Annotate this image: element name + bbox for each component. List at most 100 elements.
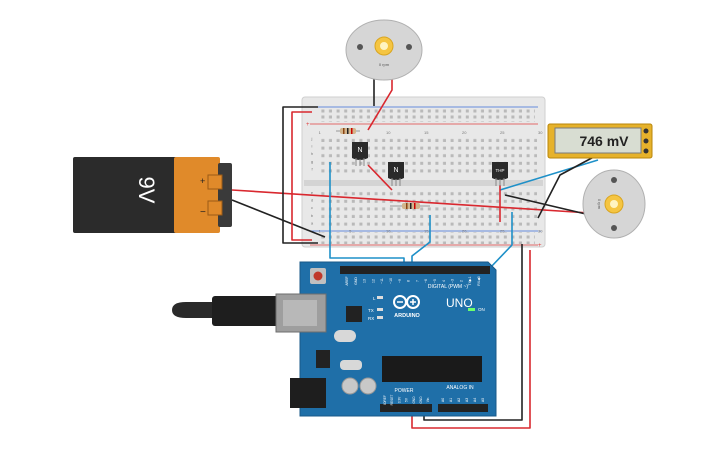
- top-power-rail[interactable]: [317, 109, 535, 122]
- row-label: c: [311, 205, 313, 210]
- column-label: 10: [386, 229, 391, 234]
- analog-label: ANALOG IN: [446, 385, 474, 391]
- digital-pin-label: 4: [442, 280, 446, 282]
- usb-chip: [346, 306, 362, 322]
- column-label: 15: [424, 229, 429, 234]
- transistor-q1[interactable]: N: [352, 142, 368, 166]
- digital-pin-label: AREF: [345, 276, 349, 285]
- dc-motor-right[interactable]: 0 rpm: [582, 169, 646, 239]
- wire-red-jumper: [367, 164, 393, 191]
- wire-blue-3: [499, 159, 599, 191]
- arduino-logo-text: ARDUINO: [394, 313, 420, 319]
- digital-pin-label: ~11: [380, 278, 384, 284]
- analog-pin-label: A4: [473, 398, 477, 402]
- transistor-label: N: [357, 147, 362, 154]
- row-label: g: [311, 159, 313, 164]
- battery-label: 9V: [134, 177, 159, 204]
- column-label: 20: [462, 130, 467, 135]
- analog-pin-label: A3: [465, 398, 469, 402]
- digital-pin-label: 8: [407, 280, 411, 282]
- column-label: 10: [386, 130, 391, 135]
- wire-battery-negative: [231, 199, 326, 238]
- led-on-label: ON: [478, 307, 485, 312]
- analog-pin-label: A0: [441, 398, 445, 402]
- row-label: j: [311, 136, 313, 141]
- power-header[interactable]: [380, 404, 432, 412]
- digital-header[interactable]: [340, 266, 490, 274]
- wire-left-black-loop: [282, 106, 318, 244]
- transistor-q2[interactable]: N: [388, 162, 404, 186]
- wire-motor-right-black: [504, 194, 591, 216]
- multimeter-reading: 746 mV: [579, 133, 629, 149]
- rail-minus-sign: −: [538, 229, 542, 235]
- digital-label: DIGITAL (PWM ~): [428, 284, 468, 290]
- led-tx: [377, 308, 383, 311]
- power-pin-label: GND: [412, 396, 416, 404]
- motor-right-rpm: 0 rpm: [597, 199, 602, 210]
- column-label: 1: [319, 229, 322, 234]
- digital-pin-label: 12: [371, 279, 375, 283]
- column-label: 15: [424, 130, 429, 135]
- digital-pin-label: ~10: [389, 278, 393, 284]
- column-label: 5: [349, 229, 352, 234]
- power-pin-label: 3.3V: [397, 396, 401, 403]
- power-pin-label: IOREF: [383, 395, 387, 405]
- multimeter[interactable]: 746 mV: [547, 123, 653, 159]
- transistor-label: THP: [496, 168, 505, 173]
- analog-header[interactable]: [438, 404, 488, 412]
- motor-top-rpm: 0 rpm: [379, 62, 390, 67]
- digital-pin-label: 2: [459, 280, 463, 282]
- analog-pin-label: A2: [457, 398, 461, 402]
- usb-cable: [172, 293, 327, 333]
- digital-pin-label: ~9: [398, 279, 402, 283]
- led-tx-label: TX: [368, 308, 374, 313]
- wire-motor-top-red: [367, 78, 393, 131]
- battery-plus-label: +: [200, 176, 205, 186]
- row-label: d: [311, 198, 313, 203]
- row-label: f: [311, 166, 313, 171]
- digital-pin-label: ~5: [433, 279, 437, 283]
- row-label: i: [312, 144, 313, 149]
- power-jack: [290, 378, 326, 408]
- wire-multimeter-black: [537, 151, 604, 219]
- crystal: [340, 360, 362, 370]
- digital-pin-label: TX▶1: [468, 276, 472, 285]
- column-label: 1: [319, 130, 322, 135]
- battery-9v[interactable]: + − 9V: [73, 157, 232, 233]
- column-label: 30: [538, 229, 543, 234]
- capacitor: [359, 377, 377, 395]
- analog-pin-label: A5: [481, 398, 485, 402]
- arduino-logo-icon: [393, 295, 420, 309]
- wire-power-5v: [411, 250, 531, 429]
- atmega-chip: [382, 356, 482, 382]
- row-label: h: [311, 151, 313, 156]
- power-label: POWER: [395, 388, 414, 394]
- resistor-2[interactable]: [390, 203, 430, 209]
- resistor-1[interactable]: [336, 128, 360, 134]
- bottom-power-rail[interactable]: [317, 232, 535, 244]
- capacitor: [341, 377, 359, 395]
- wires[interactable]: [231, 78, 604, 429]
- bottom-terminal-area[interactable]: [317, 190, 537, 230]
- rail-minus-sign: −: [306, 105, 310, 111]
- digital-pin-label: ~6: [424, 279, 428, 283]
- column-label: 20: [462, 229, 467, 234]
- led-on: [468, 308, 475, 311]
- row-label: a: [311, 220, 314, 225]
- transistor-q3[interactable]: THP: [492, 162, 508, 186]
- arduino-model: UNO: [446, 296, 473, 310]
- crystal: [334, 330, 356, 342]
- led-rx: [377, 316, 383, 319]
- dc-motor-top[interactable]: 0 rpm: [345, 19, 423, 81]
- voltage-regulator: [316, 350, 330, 368]
- led-rx-label: RX: [368, 316, 374, 321]
- row-label: e: [311, 190, 314, 195]
